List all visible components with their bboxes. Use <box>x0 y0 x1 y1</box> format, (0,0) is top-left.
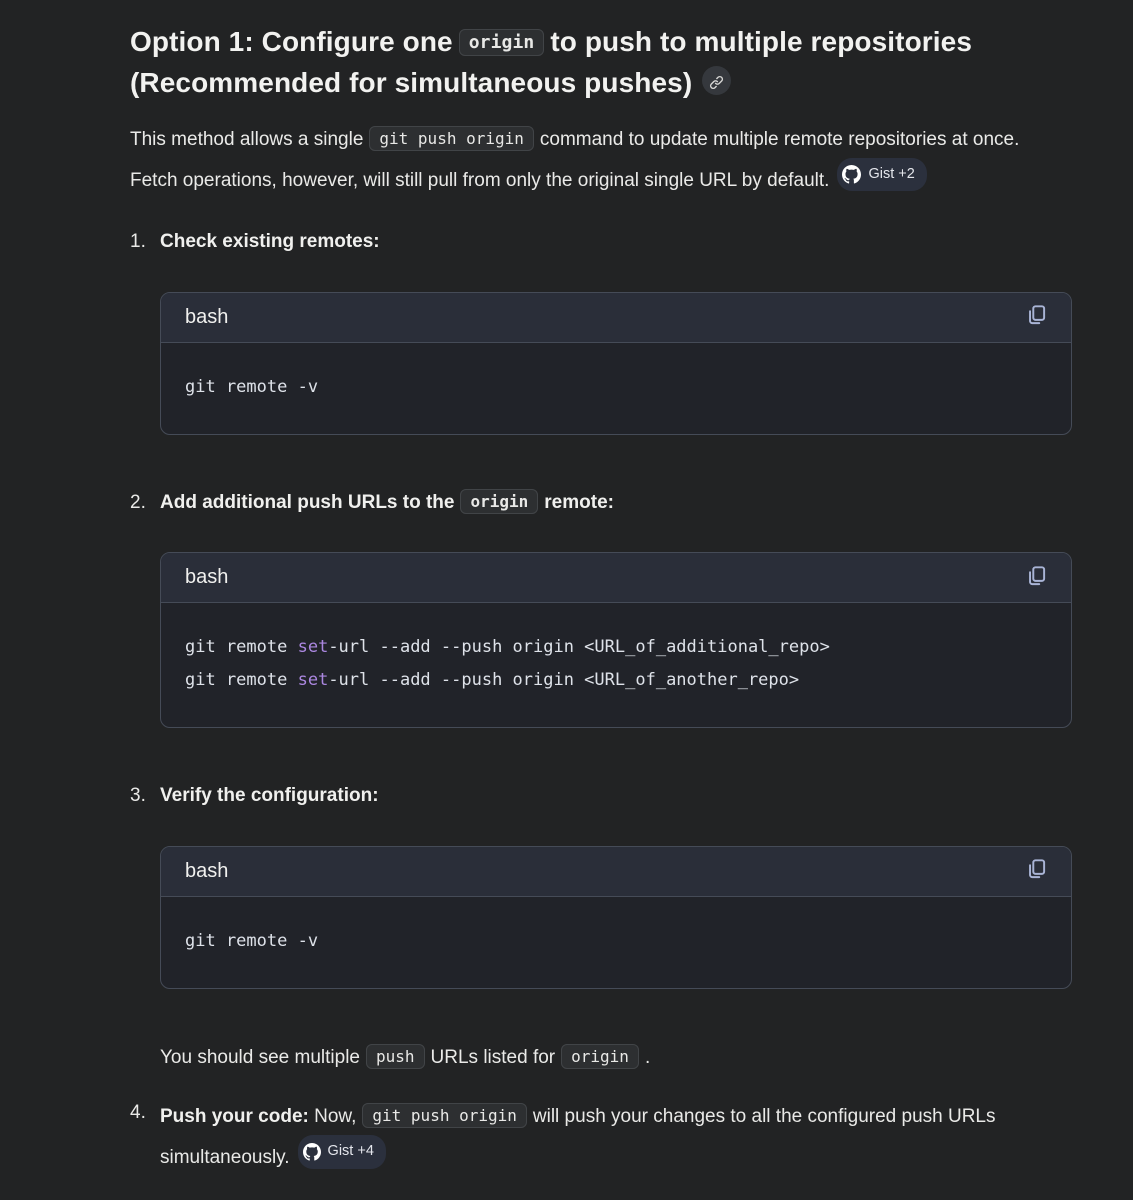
code-block-1: bash git remote -v <box>160 291 1072 435</box>
heading-text-1: Option 1: Configure one <box>130 26 453 57</box>
citation-label: Gist +4 <box>327 1143 374 1160</box>
code-block-2-header: bash <box>161 553 1071 604</box>
step-4-number: 4. <box>130 1102 146 1124</box>
code-content: git remote set-url --add --push origin <… <box>161 603 1071 727</box>
copy-code-button[interactable] <box>1021 856 1051 886</box>
step-2-title-text-1: Add additional push URLs to the <box>160 491 455 513</box>
code-language-label: bash <box>185 566 229 589</box>
steps-list: 1. Check existing remotes: bash git remo… <box>130 228 1074 1043</box>
step-3: 3. Verify the configuration: bash git re… <box>130 782 1074 1043</box>
code-block-3-header: bash <box>161 846 1071 897</box>
step-1-number: 1. <box>130 231 146 253</box>
copy-icon <box>1023 563 1049 592</box>
note-text-2: URLs listed for <box>430 1046 556 1068</box>
intro-text-2: command to update multiple remote reposi… <box>130 129 1020 191</box>
code-content: git remote -v <box>161 897 1071 988</box>
note-text-1: You should see multiple <box>160 1046 360 1068</box>
code-line: -url --add --push origin <URL_of_another… <box>328 670 800 691</box>
heading-inline-code: origin <box>458 29 545 56</box>
code-keyword: set <box>297 670 329 691</box>
code-line: -url --add --push origin <URL_of_additio… <box>328 637 830 658</box>
link-icon <box>709 60 724 101</box>
step-4-text-2: will push your changes to all the config… <box>160 1106 996 1169</box>
step-4-bold-lead: Push your code: <box>160 1106 309 1128</box>
code-block-1-header: bash <box>161 292 1071 343</box>
code-content: git remote -v <box>161 343 1071 434</box>
code-line: git remote <box>185 637 298 658</box>
note-inline-code-1: push <box>366 1043 425 1069</box>
step-1-title: Check existing remotes: <box>160 231 380 253</box>
code-block-2: bash git remote set-url --add --push ori… <box>160 552 1072 729</box>
copy-code-button[interactable] <box>1021 302 1051 332</box>
citation-badge[interactable]: Gist +4 <box>297 1135 386 1169</box>
code-keyword: set <box>297 637 329 658</box>
code-block-3: bash git remote -v <box>160 845 1072 989</box>
note-inline-code-2: origin <box>561 1043 639 1069</box>
note-text-3: . <box>644 1046 651 1068</box>
intro-text-1: This method allows a single <box>130 129 364 151</box>
code-line: git remote -v <box>185 930 319 951</box>
code-language-label: bash <box>185 859 229 882</box>
github-icon <box>302 1143 321 1161</box>
step-3-number: 3. <box>130 785 146 807</box>
copy-icon <box>1023 302 1049 331</box>
code-line: git remote <box>185 670 298 691</box>
step-2-number: 2. <box>130 491 146 513</box>
copy-icon <box>1023 856 1049 885</box>
section-link-button[interactable] <box>702 66 732 96</box>
step-2-inline-code: origin <box>460 488 539 514</box>
intro-inline-code: git push origin <box>369 126 534 152</box>
step-3-title: Verify the configuration: <box>160 785 379 807</box>
copy-code-button[interactable] <box>1021 562 1051 592</box>
code-line: git remote -v <box>185 376 319 397</box>
citation-label: Gist +2 <box>868 165 915 182</box>
code-language-label: bash <box>185 305 229 328</box>
step-1: 1. Check existing remotes: bash git remo… <box>130 228 1074 489</box>
github-icon <box>842 164 862 184</box>
step-2-title-text-2: remote: <box>544 491 614 513</box>
heading-text-2: to push to multiple repositories (Recomm… <box>130 26 973 99</box>
step-4-text-1: Now, <box>314 1106 357 1128</box>
step-4-inline-code: git push origin <box>362 1103 527 1129</box>
citation-badge[interactable]: Gist +2 <box>837 157 927 191</box>
